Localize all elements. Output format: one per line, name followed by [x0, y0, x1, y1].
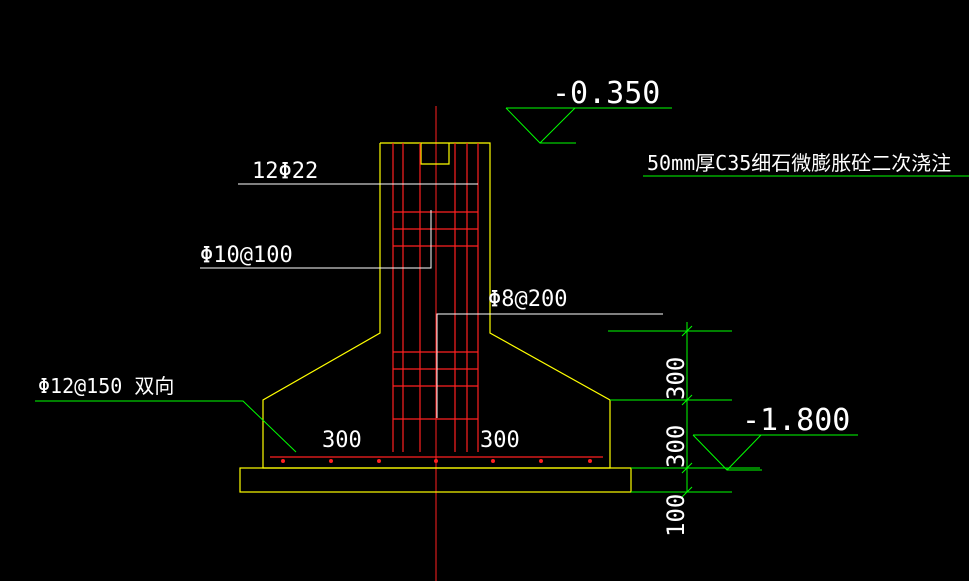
- dimension-value: 100: [662, 494, 690, 537]
- foundation-outline: [239, 142, 632, 493]
- stirrups-label: Φ10@100: [200, 243, 293, 268]
- elevation-bottom-label: -1.800: [742, 403, 850, 438]
- bottom-mesh-label: Φ12@150 双向: [38, 374, 174, 398]
- bar-section: [588, 459, 592, 463]
- bar-section: [539, 459, 543, 463]
- grout-note-label: 50mm厚C35细石微膨胀砼二次浇注: [647, 151, 951, 175]
- leader-lines: [200, 183, 663, 418]
- dimension-value: 300: [662, 357, 690, 400]
- reinforcement: [270, 143, 603, 458]
- stirrups-leader: [200, 210, 432, 269]
- bar-section: [491, 459, 495, 463]
- dimension-tick: [681, 462, 693, 474]
- bottom-bar-dots: [281, 459, 592, 463]
- dimension-tick: [681, 394, 693, 406]
- width-left-label: 300: [322, 428, 362, 453]
- bar-section: [434, 459, 438, 463]
- bottom-mesh-leader: [35, 400, 297, 453]
- top-notch: [420, 143, 450, 165]
- dimension-value: 300: [662, 425, 690, 468]
- dimension-tick: [681, 325, 693, 337]
- elevation-top-label: -0.350: [552, 76, 660, 111]
- bar-section: [281, 459, 285, 463]
- bar-section: [377, 459, 381, 463]
- main-bars-label: 12Φ22: [252, 159, 318, 184]
- tie-bars-label: Φ8@200: [488, 287, 567, 312]
- width-right-label: 300: [480, 428, 520, 453]
- dimension-tick: [681, 486, 693, 498]
- tie-bars-leader: [436, 313, 663, 418]
- bar-section: [329, 459, 333, 463]
- cushion-layer: [239, 467, 632, 493]
- green-leaders: [35, 107, 969, 498]
